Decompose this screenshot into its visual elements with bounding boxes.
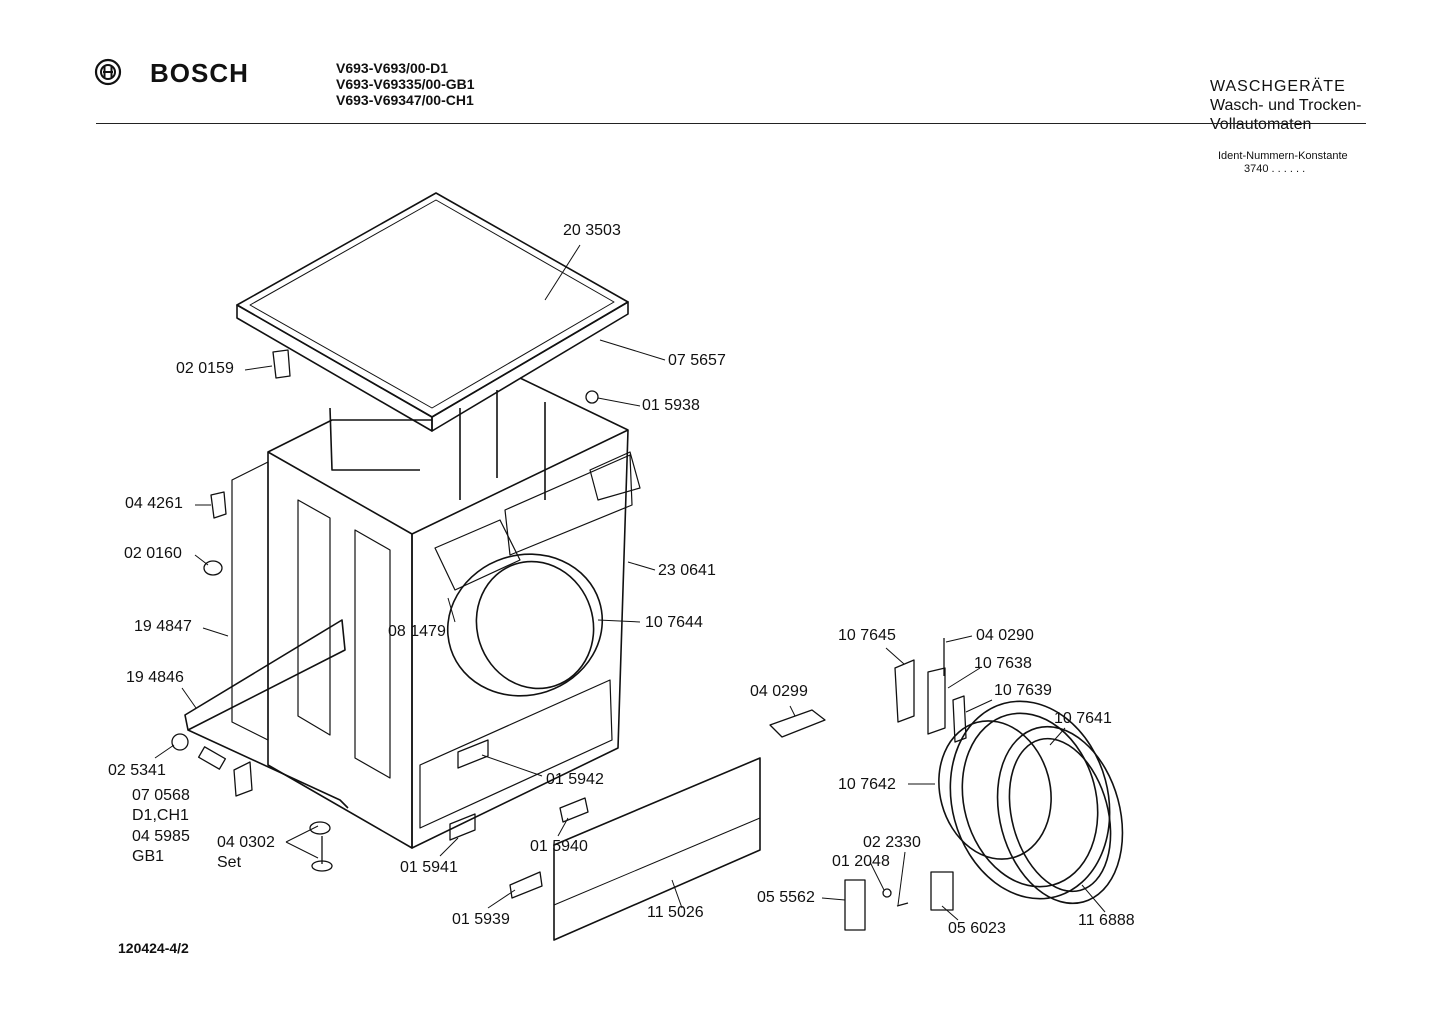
model-gb1: V693-V69335/00-GB1: [336, 76, 475, 92]
header-divider: [96, 123, 1366, 124]
part-label-10-7645: 10 7645: [838, 627, 896, 644]
part-label-02-5341: 02 5341: [108, 762, 166, 779]
set-label: Set: [217, 854, 242, 871]
part-label-08-1479: 08 1479: [388, 623, 446, 640]
part-label-11-6888: 11 6888: [1078, 912, 1135, 929]
part-label-10-7639: 10 7639: [994, 682, 1052, 699]
bosch-logo-icon: [94, 58, 122, 86]
part-label-01-5941: 01 5941: [400, 859, 458, 876]
variant-label-gb1: GB1: [132, 848, 165, 865]
subcategory-line2: Vollautomaten: [1210, 116, 1312, 133]
part-label-19-4846: 19 4846: [126, 669, 184, 686]
part-label-04-0299: 04 0299: [750, 683, 808, 700]
category-block: WASCHGERÄTE Wasch- und Trocken- Vollauto…: [1210, 77, 1361, 134]
part-label-07-0568: 07 0568: [132, 787, 190, 804]
ident-block: Ident-Nummern-Konstante 3740 . . . . . .: [1218, 150, 1348, 176]
part-label-19-4847: 19 4847: [134, 618, 192, 635]
drawing-number: 120424-4/2: [118, 940, 189, 956]
small-parts-drawing: [171, 349, 967, 931]
top-cover-drawing: [236, 192, 629, 432]
part-label-07-5657: 07 5657: [668, 352, 726, 369]
category-title: WASCHGERÄTE: [1210, 78, 1346, 95]
plinth-panel-drawing: [553, 757, 761, 941]
ident-value: 3740 . . . . . .: [1244, 163, 1306, 175]
part-label-01-5942: 01 5942: [546, 771, 604, 788]
model-ch1: V693-V69347/00-CH1: [336, 92, 474, 108]
door-ring-drawing: [938, 700, 1124, 905]
part-label-11-5026: 11 5026: [647, 904, 704, 921]
cabinet-drawing: [184, 377, 641, 849]
part-label-04-0302: 04 0302: [217, 834, 275, 851]
part-label-04-0290: 04 0290: [976, 627, 1034, 644]
part-label-04-4261: 04 4261: [125, 495, 183, 512]
part-label-23-0641: 23 0641: [658, 562, 716, 579]
part-label-01-2048: 01 2048: [832, 853, 890, 870]
part-label-10-7642: 10 7642: [838, 776, 896, 793]
part-label-01-5938: 01 5938: [642, 397, 700, 414]
part-label-02-0159: 02 0159: [176, 360, 234, 377]
variant-label-d1-ch1: D1,CH1: [132, 807, 189, 824]
part-label-02-2330: 02 2330: [863, 834, 921, 851]
ident-label: Ident-Nummern-Konstante: [1218, 150, 1348, 162]
part-label-05-5562: 05 5562: [757, 889, 815, 906]
leader-lines: [154, 244, 1106, 921]
part-label-10-7641: 10 7641: [1054, 710, 1112, 727]
part-label-01-5940: 01 5940: [530, 838, 588, 855]
part-label-05-6023: 05 6023: [948, 920, 1006, 937]
part-label-10-7638: 10 7638: [974, 655, 1032, 672]
subcategory-line1: Wasch- und Trocken-: [1210, 97, 1362, 114]
part-label-01-5939: 01 5939: [452, 911, 510, 928]
model-list: V693-V693/00-D1 V693-V69335/00-GB1 V693-…: [336, 60, 475, 108]
model-d1: V693-V693/00-D1: [336, 60, 449, 76]
part-label-04-5985: 04 5985: [132, 828, 190, 845]
part-label-20-3503: 20 3503: [563, 222, 621, 239]
brand-name: BOSCH: [150, 58, 249, 88]
part-label-02-0160: 02 0160: [124, 545, 182, 562]
part-label-10-7644: 10 7644: [645, 614, 703, 631]
